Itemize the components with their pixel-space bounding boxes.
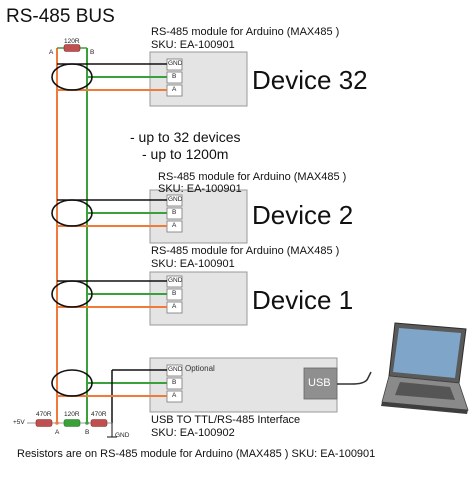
- cable-ring-1: [51, 280, 93, 308]
- footer-note: Resistors are on RS-485 module for Ardui…: [17, 448, 376, 460]
- device-2-caption: RS-485 module for Arduino (MAX485 ): [158, 171, 347, 183]
- bottom-node-b: [85, 421, 89, 425]
- device-1-label: Device 1: [252, 285, 354, 315]
- note-devices: - up to 32 devices: [130, 129, 241, 145]
- interface-pin-b: B: [172, 379, 177, 386]
- device-1-sku: SKU: EA-100901: [151, 258, 235, 270]
- cable-ring-2: [51, 199, 93, 227]
- diagram-title: RS-485 BUS: [6, 6, 115, 27]
- device-32-caption: RS-485 module for Arduino (MAX485 ): [151, 26, 340, 38]
- device-2-label: Device 2: [252, 200, 354, 230]
- device-1-pin-b: B: [172, 290, 177, 297]
- module-device-1: [149, 271, 248, 326]
- bottom-vcc-label: +5V: [13, 419, 25, 426]
- bottom-a-label: A: [55, 429, 60, 436]
- device-32-pin-gnd: GND: [168, 60, 183, 67]
- device-32-sku: SKU: EA-100901: [151, 39, 235, 51]
- device-2-sku: SKU: EA-100901: [158, 183, 242, 195]
- interface-pin-gnd: GND: [168, 366, 183, 373]
- module-device-2: [149, 189, 248, 244]
- usb-label: USB: [308, 377, 331, 389]
- bottom-b-label: B: [85, 429, 90, 436]
- interface-sku: SKU: EA-100902: [151, 427, 235, 439]
- bottom-resistor-1: [35, 419, 53, 427]
- device-32-pin-b: B: [172, 73, 177, 80]
- bottom-r1-label: 470R: [36, 411, 52, 418]
- device-2-pin-a: A: [172, 222, 177, 229]
- top-resistor-b-label: B: [90, 49, 95, 56]
- laptop-icon: [381, 322, 469, 414]
- usb-connector: [303, 367, 338, 400]
- cable-ring-if: [51, 369, 93, 397]
- bottom-resistor-2: [63, 419, 81, 427]
- bottom-gnd-label: GND: [115, 432, 130, 439]
- device-1-pin-a: A: [172, 303, 177, 310]
- device-1-pin-gnd: GND: [168, 277, 183, 284]
- top-resistor-a-label: A: [49, 49, 54, 56]
- interface-pin-a: A: [172, 392, 177, 399]
- device-32-pin-a: A: [172, 86, 177, 93]
- bottom-r3-label: 470R: [91, 411, 107, 418]
- top-resistor-label: 120R: [64, 38, 80, 45]
- cable-ring-32: [51, 63, 93, 91]
- device-1-caption: RS-485 module for Arduino (MAX485 ): [151, 245, 340, 257]
- interface-optional-label: Optional: [185, 364, 215, 373]
- usb-cable: [337, 371, 372, 385]
- device-2-pin-gnd: GND: [168, 196, 183, 203]
- module-device-32: [149, 51, 248, 107]
- bottom-r2-label: 120R: [64, 411, 80, 418]
- device-2-pin-b: B: [172, 209, 177, 216]
- note-length: - up to 1200m: [142, 146, 229, 162]
- top-resistor: [63, 44, 81, 52]
- device-32-label: Device 32: [252, 65, 368, 95]
- bottom-node-a: [55, 421, 59, 425]
- interface-caption: USB TO TTL/RS-485 Interface: [151, 414, 301, 426]
- bottom-resistor-3: [90, 419, 108, 427]
